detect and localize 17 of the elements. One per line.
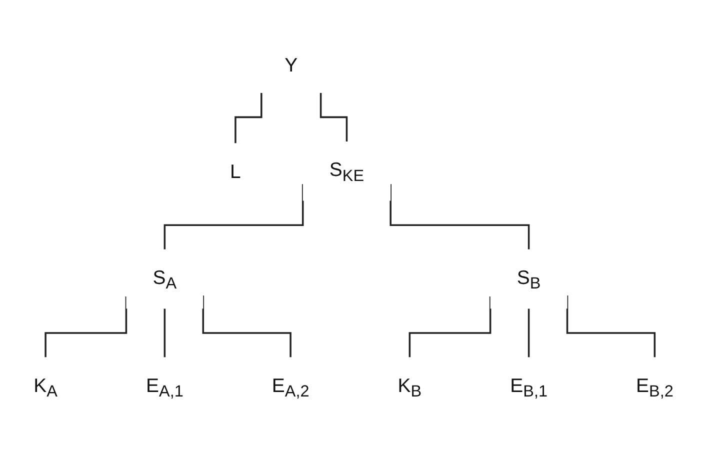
connector xyxy=(44,296,128,358)
connector xyxy=(320,93,348,143)
connector xyxy=(164,308,166,358)
connector xyxy=(408,296,492,358)
node-text: L xyxy=(230,160,241,182)
connector xyxy=(234,93,262,144)
connector xyxy=(566,296,656,358)
node-text: E$_{B,1}$ xyxy=(510,374,548,400)
connector xyxy=(202,296,292,358)
node-text: K$_{B}$ xyxy=(398,374,422,400)
node-text: K$_{A}$ xyxy=(34,374,58,400)
node-text: E$_{A,2}$ xyxy=(272,374,310,400)
node-text: Y xyxy=(284,54,298,76)
connector xyxy=(164,184,304,251)
connector xyxy=(528,308,530,358)
node-text: E$_{A,1}$ xyxy=(146,374,184,400)
node-text: E$_{B,2}$ xyxy=(636,374,674,400)
